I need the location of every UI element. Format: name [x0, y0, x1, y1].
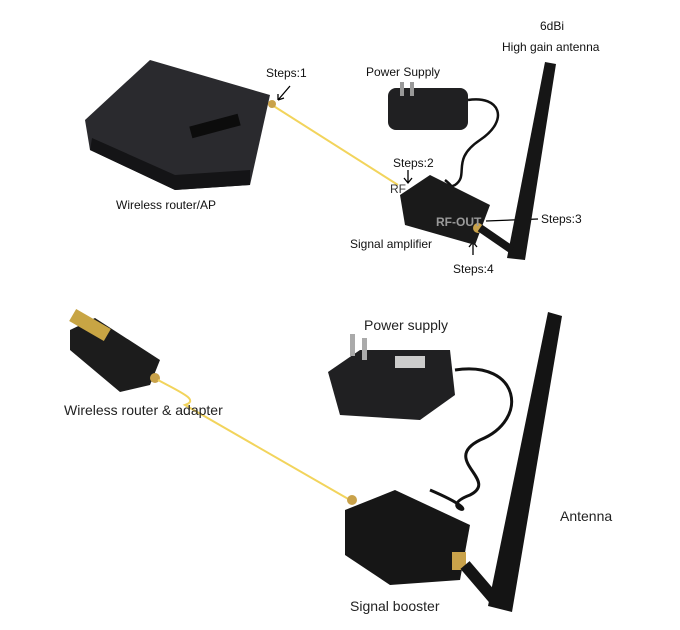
antenna-label: High gain antenna [502, 40, 600, 54]
arrow-icon [277, 85, 291, 101]
cable-router-to-amplifier [271, 104, 399, 186]
antenna-base-bottom [460, 561, 500, 604]
step-4-label: Steps:4 [453, 262, 494, 276]
step-2-label: Steps:2 [393, 156, 434, 170]
step-1-label: Steps:1 [266, 66, 307, 80]
power-supply-label: Power Supply [366, 65, 441, 79]
booster-label: Signal booster [350, 598, 440, 614]
power-supply-label-bottom: Power supply [364, 317, 449, 333]
antenna-gain-label: 6dBi [540, 19, 565, 33]
cable-adapter-to-booster [157, 379, 351, 501]
antenna-label-bottom: Antenna [560, 508, 613, 524]
usb-adapter-image [69, 308, 160, 392]
adapter-label: Wireless router & adapter [64, 402, 223, 418]
antenna-image [507, 62, 556, 260]
signal-amplifier-image [400, 175, 490, 245]
power-supply-image [388, 82, 500, 195]
antenna-base [477, 224, 515, 254]
rf-out-label: RF-OUT [436, 215, 482, 229]
router-label: Wireless router/AP [116, 198, 217, 212]
power-supply-image-bottom [328, 334, 514, 511]
step-3-label: Steps:3 [541, 212, 582, 226]
wireless-router-image [85, 60, 270, 190]
signal-booster-image [345, 490, 470, 585]
antenna-image-bottom [488, 312, 562, 612]
router-connector [268, 100, 276, 108]
amplifier-label: Signal amplifier [350, 237, 433, 251]
rf-in-label: RF [390, 182, 406, 196]
arrow-icon [403, 170, 413, 185]
